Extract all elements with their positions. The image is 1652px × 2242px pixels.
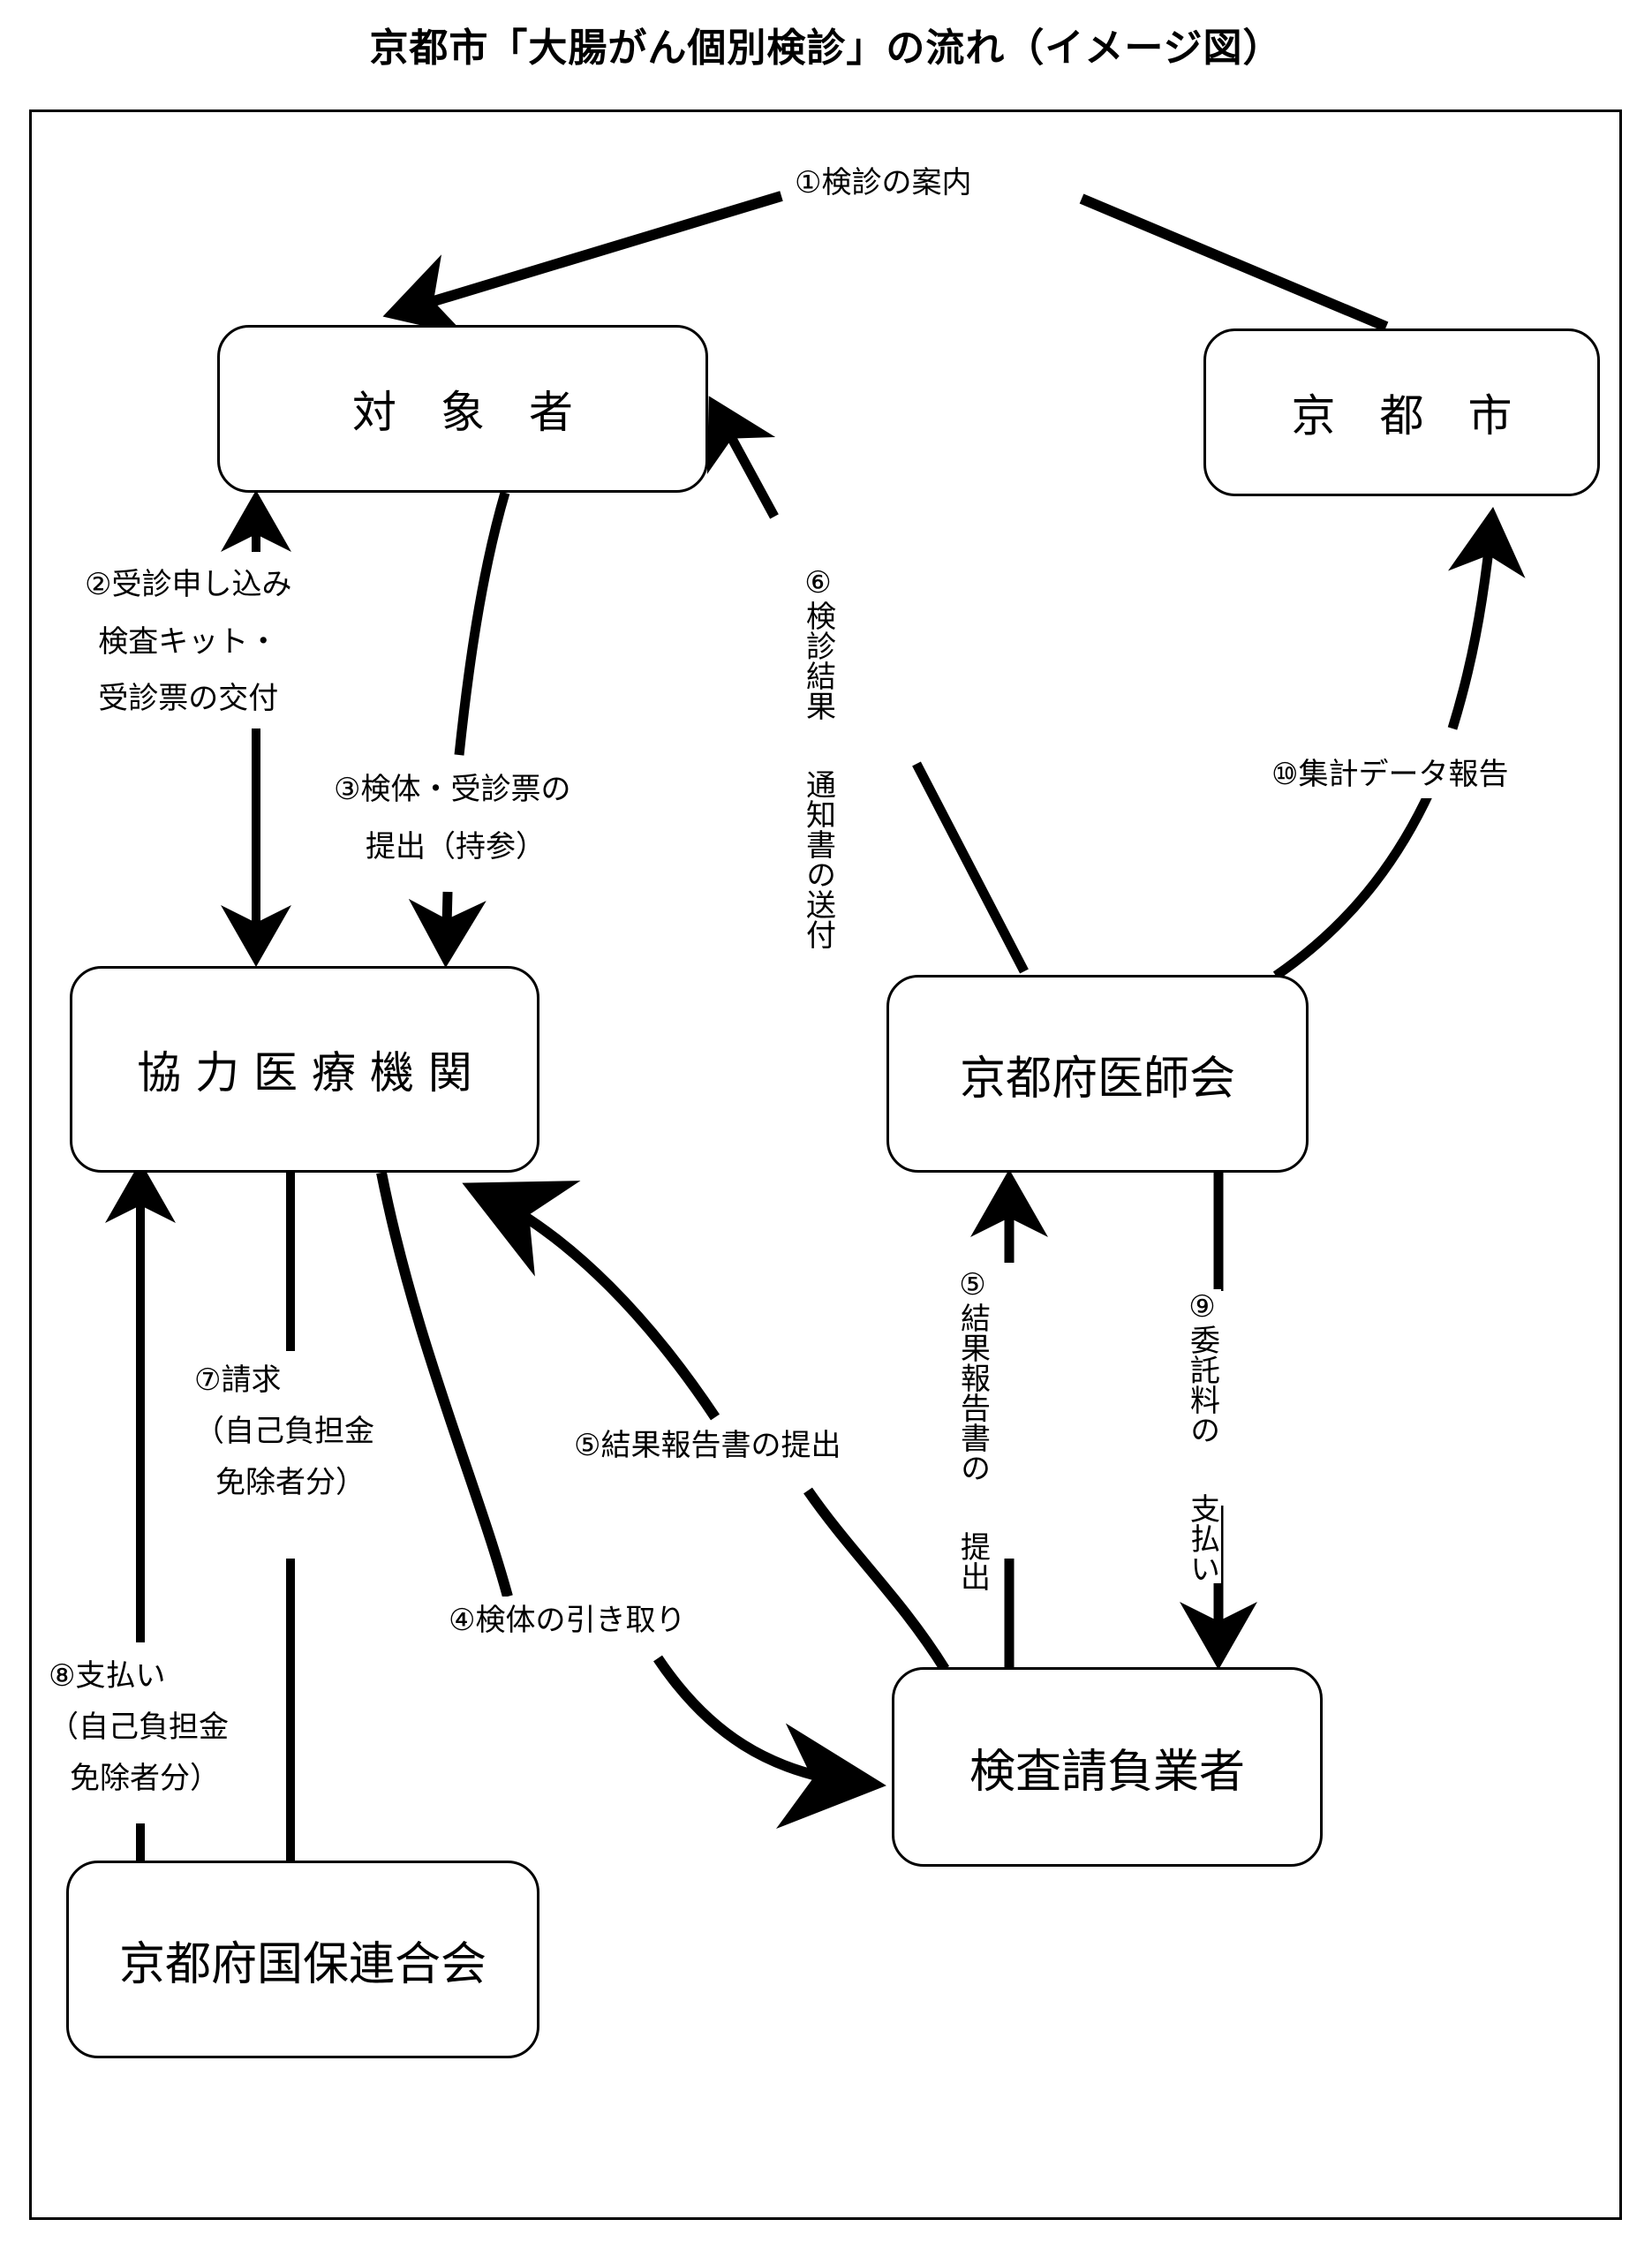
step-2-label: ②受診申し込み 検査キット・ 受診票の交付 [85, 556, 292, 728]
arrow-10-head [1447, 507, 1526, 730]
node-test-contractor-label: 検査請負業者 [969, 1745, 1245, 1799]
step-9-label: ⑨委託料の 支払い [1183, 1289, 1221, 1583]
node-test-contractor: 検査請負業者 [892, 1667, 1323, 1867]
node-target: 対 象 者 [217, 325, 708, 493]
arrow-5-line [803, 1487, 950, 1672]
step-6-label: ⑥検診結果 通知書の送付 [799, 565, 837, 949]
node-kokuho-federation: 京都府国保連合会 [66, 1861, 539, 2058]
step-4-label: ④検体の引き取り [449, 1597, 686, 1645]
arrow-5-head [462, 1181, 720, 1421]
arrow-1-guidance [1079, 193, 1389, 332]
step-8-label: ⑧支払い （自己負担金 免除者分） [49, 1651, 229, 1805]
step-9-line-1: ⑨委託料の [1184, 1289, 1220, 1445]
arrow-3-head [408, 891, 487, 968]
step-3-label: ③検体・受診票の 提出（持参） [334, 761, 571, 876]
node-target-label: 対 象 者 [352, 387, 573, 438]
arrow-10-line [1272, 788, 1435, 980]
step-5v-line-2: 提出 [954, 1530, 991, 1591]
arrow-6-line [912, 761, 1029, 974]
node-cooperating-clinic: 協 力 医 療 機 関 [70, 966, 539, 1173]
step-3-line-1: ③検体・受診票の [334, 772, 571, 807]
diagram-title: 京都市「大腸がん個別検診」の流れ（イメージ図） [369, 26, 1283, 71]
arrow-3-line [454, 491, 510, 756]
node-cooperating-clinic-label: 協 力 医 療 機 関 [137, 1047, 472, 1098]
arrow-1-guidance-head [382, 191, 783, 336]
node-medical-association-label: 京都府医師会 [959, 1052, 1235, 1106]
arrow-6-head [706, 396, 779, 519]
step-5-horizontal-label: ⑤結果報告書の提出 [574, 1422, 841, 1470]
arrow-4-head [653, 1655, 886, 1830]
node-kokuho-federation-label: 京都府国保連合会 [118, 1937, 487, 1991]
step-2-line-2: 検査キット・ [98, 623, 279, 660]
step-2-line-1: ②受診申し込み [85, 567, 292, 602]
step-6-line-2: 通知書の送付 [800, 768, 836, 949]
step-9-line-2: 支払い [1184, 1492, 1220, 1583]
step-2-line-3: 受診票の交付 [98, 681, 279, 717]
step-1-label: ①検診の案内 [795, 159, 972, 208]
step-7-line-3: 免除者分） [215, 1464, 366, 1500]
step-6-line-1: ⑥検診結果 [800, 565, 836, 721]
step-8-line-1: ⑧支払い [49, 1658, 166, 1694]
step-5-vertical-label: ⑤結果報告書の 提出 [954, 1267, 992, 1591]
step-8-line-2: （自己負担金 [49, 1709, 229, 1745]
step-8-line-3: 免除者分） [70, 1760, 220, 1796]
step-7-label: ⑦請求 （自己負担金 免除者分） [194, 1355, 374, 1509]
step-5v-line-1: ⑤結果報告書の [954, 1267, 991, 1483]
step-7-line-1: ⑦請求 [194, 1363, 282, 1398]
step-10-label: ⑩集計データ報告 [1271, 751, 1509, 799]
arrow-4-line [376, 1171, 513, 1598]
node-kyoto-city: 京 都 市 [1203, 328, 1600, 496]
step-7-line-2: （自己負担金 [194, 1413, 374, 1449]
diagram-frame [29, 109, 1622, 2220]
step-3-line-2: 提出（持参） [366, 828, 546, 864]
node-kyoto-city-label: 京 都 市 [1291, 390, 1512, 442]
node-medical-association: 京都府医師会 [886, 975, 1309, 1173]
